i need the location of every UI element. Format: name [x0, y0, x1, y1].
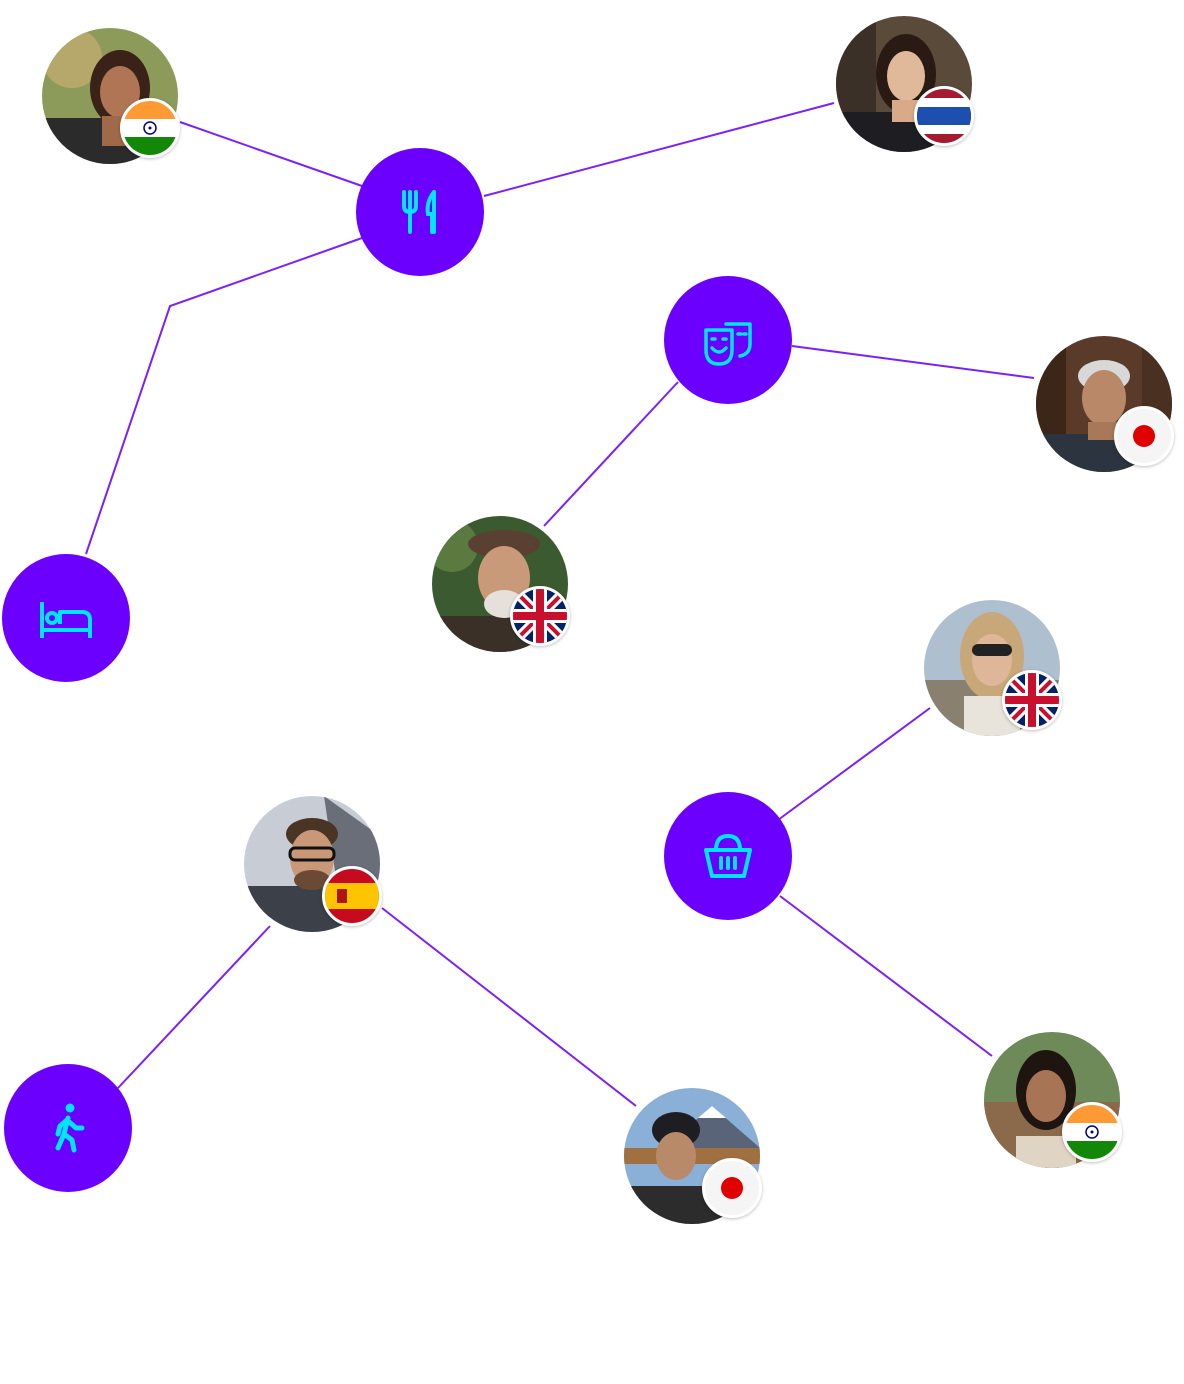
traveler-avatar[interactable] — [1036, 336, 1174, 472]
link-food-hotel — [85, 237, 363, 555]
traveler-avatar[interactable] — [432, 516, 570, 652]
traveler-avatar[interactable] — [984, 1032, 1122, 1168]
bed-icon — [40, 602, 92, 638]
link-theater-japan — [791, 345, 1035, 379]
traveler-avatar[interactable] — [42, 28, 180, 164]
traveler-photo — [624, 1088, 760, 1224]
flag-india-icon — [120, 98, 180, 158]
traveler-avatar[interactable] — [244, 796, 382, 932]
category-hotel-node[interactable] — [2, 554, 130, 682]
link-shopping-india — [779, 895, 993, 1057]
flag-spain-icon — [322, 866, 382, 926]
flag-japan-icon — [1114, 406, 1174, 466]
link-thailand-food — [483, 102, 835, 197]
fork-knife-icon — [402, 190, 436, 234]
traveler-avatar[interactable] — [924, 600, 1062, 736]
category-shopping-node[interactable] — [664, 792, 792, 920]
category-walking-node[interactable] — [4, 1064, 132, 1192]
link-spain-japan — [381, 907, 637, 1107]
flag-japan-icon — [702, 1158, 762, 1218]
link-theater-uk — [543, 381, 679, 527]
flag-india-icon — [1062, 1102, 1122, 1162]
shopping-basket-icon — [704, 834, 752, 878]
link-uk-shopping — [777, 707, 931, 821]
link-india-food — [179, 121, 363, 187]
theater-masks-icon — [704, 322, 752, 366]
category-food-node[interactable] — [356, 148, 484, 276]
flag-uk-icon — [510, 586, 570, 646]
traveler-avatar[interactable] — [836, 16, 974, 152]
link-spain-walking — [117, 925, 271, 1089]
category-theater-node[interactable] — [664, 276, 792, 404]
flag-uk-icon — [1002, 670, 1062, 730]
walking-person-icon — [55, 1103, 85, 1153]
traveler-avatar[interactable] — [624, 1088, 762, 1224]
flag-thailand-icon — [914, 86, 974, 146]
